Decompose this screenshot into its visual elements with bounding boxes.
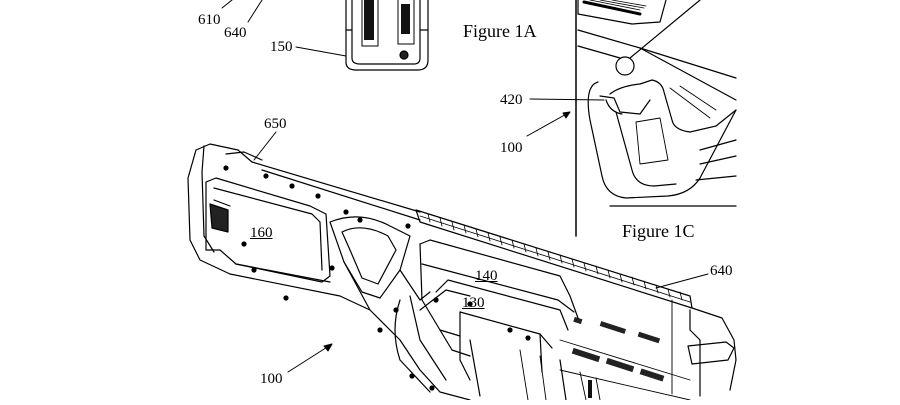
figure-1c-caption: Figure 1C: [622, 221, 695, 241]
leaders-fig-1a: [222, 0, 346, 56]
leaders-fig-1c: [527, 99, 604, 136]
chassis-main-drawing: [188, 144, 736, 400]
ref-150: 150: [270, 39, 293, 55]
ref-100-inset: 100: [500, 140, 523, 156]
ref-640-right: 640: [710, 263, 733, 279]
magazine-150-drawing: [346, 0, 428, 70]
ref-130: 130: [462, 295, 485, 311]
ref-640-top: 640: [224, 25, 247, 41]
ref-420: 420: [500, 92, 523, 108]
ref-140: 140: [475, 268, 498, 284]
leaders-main: [254, 132, 708, 372]
ref-650: 650: [264, 116, 287, 132]
ref-160: 160: [250, 225, 273, 241]
ref-610: 610: [198, 12, 221, 28]
figure-1a-caption: Figure 1A: [463, 21, 537, 41]
ref-100-main: 100: [260, 371, 283, 387]
inset-fig-1c-drawing: [576, 0, 736, 236]
